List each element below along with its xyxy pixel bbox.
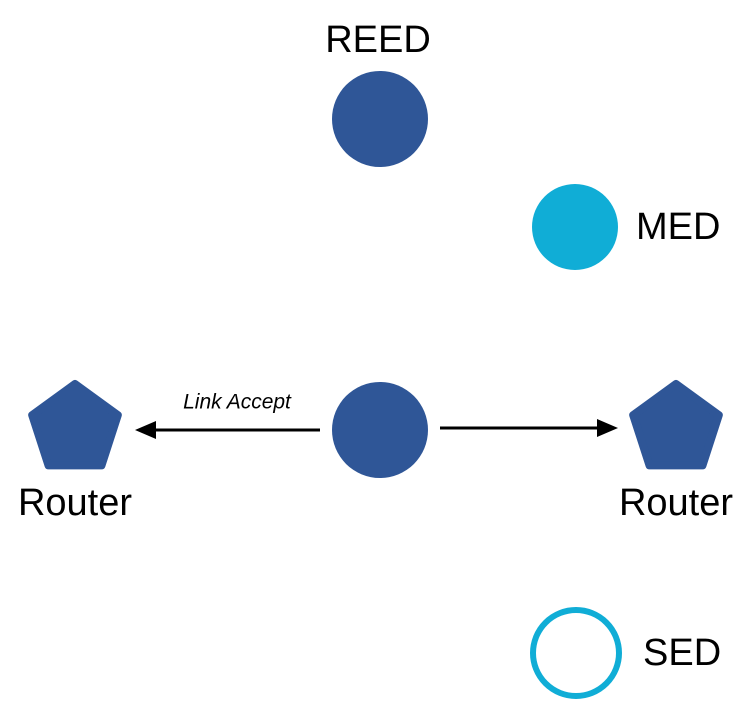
parent-node-circle	[332, 382, 428, 478]
reed-label: REED	[325, 19, 431, 61]
router-right-pentagon	[629, 380, 723, 470]
link-accept-label: Link Accept	[183, 390, 291, 414]
med-label: MED	[636, 206, 721, 248]
right-link-arrowhead	[597, 419, 618, 437]
router-left-label: Router	[17, 482, 133, 524]
sed-label: SED	[643, 632, 722, 674]
sed-node-circle	[530, 607, 622, 699]
router-right-label: Router	[618, 482, 734, 524]
router-left-pentagon	[28, 380, 122, 470]
reed-node-circle	[332, 71, 428, 167]
link-accept-arrowhead	[135, 421, 156, 439]
med-node-circle	[532, 184, 618, 270]
